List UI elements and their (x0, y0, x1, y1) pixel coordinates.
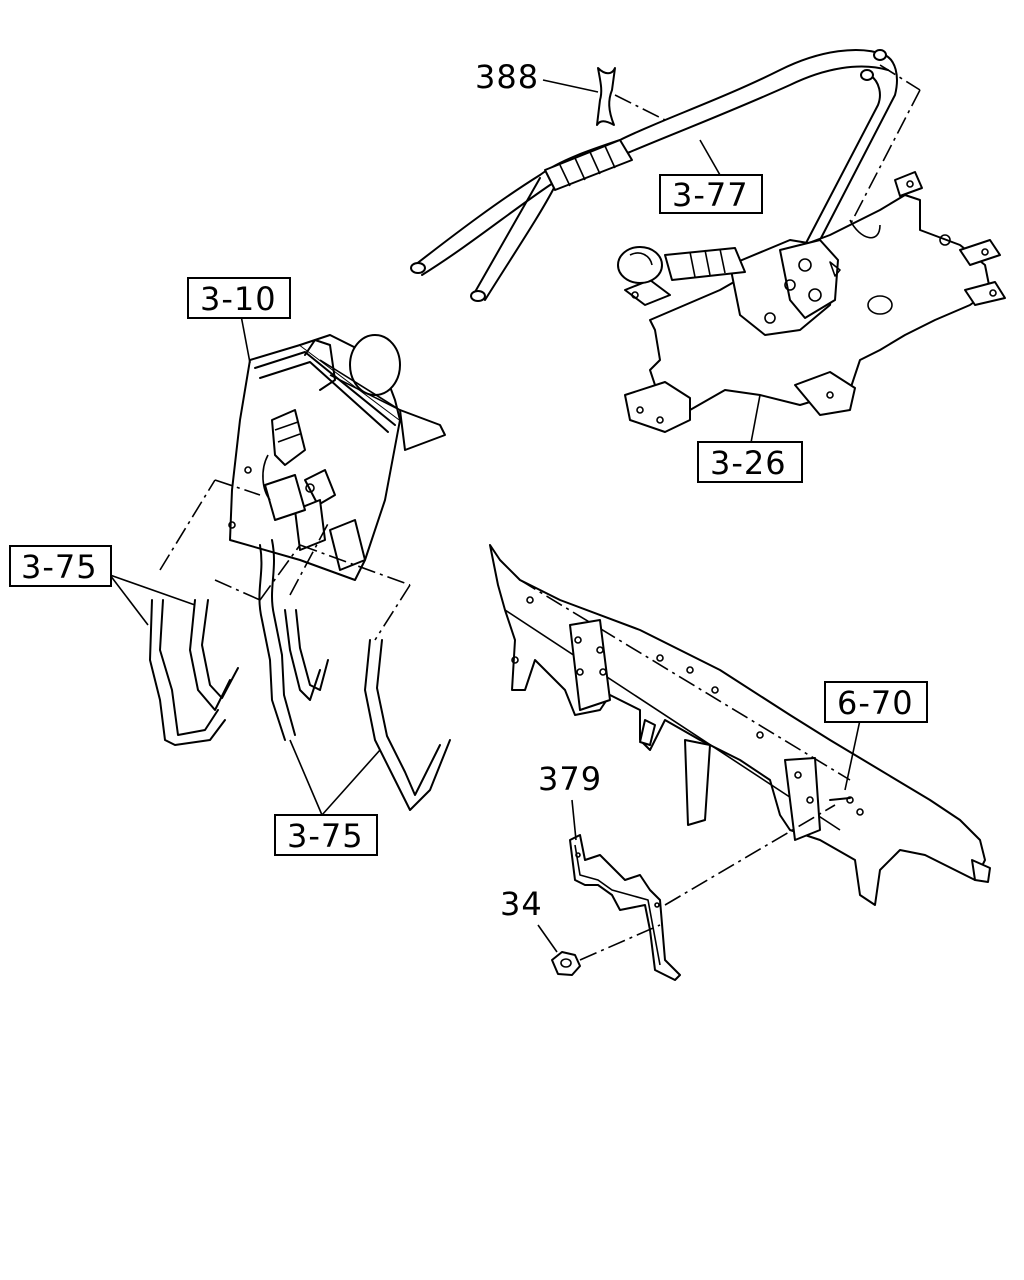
callout-label: 379 (538, 760, 602, 798)
callout-3-77: 3-77 (659, 174, 763, 214)
hose-assembly-3-77 (410, 49, 898, 302)
pedal-assembly-3-10 (228, 309, 446, 581)
crossmember-6-70 (489, 544, 991, 906)
callout-3-26: 3-26 (697, 441, 803, 483)
pump (617, 239, 841, 336)
nut-34 (537, 924, 661, 976)
bracket-379 (569, 799, 836, 981)
callout-3-75-lower: 3-75 (274, 814, 378, 856)
callout-34: 34 (500, 885, 543, 923)
callout-label: 388 (475, 58, 539, 96)
callout-label: 3-10 (200, 280, 277, 318)
callout-388: 388 (475, 58, 539, 96)
callout-label: 34 (500, 885, 543, 923)
callout-379: 379 (538, 760, 602, 798)
clip-388 (596, 67, 616, 126)
callout-3-75-upper: 3-75 (9, 545, 112, 587)
pump-bracket-3-26 (617, 171, 1006, 449)
hoses-3-75 (109, 479, 451, 816)
callout-label: 3-75 (287, 817, 364, 855)
callout-3-10: 3-10 (187, 277, 291, 319)
callout-6-70: 6-70 (824, 681, 928, 723)
callout-label: 3-77 (672, 176, 749, 214)
callout-label: 3-26 (710, 444, 787, 482)
callout-label: 3-75 (21, 548, 98, 586)
callout-label: 6-70 (837, 684, 914, 722)
